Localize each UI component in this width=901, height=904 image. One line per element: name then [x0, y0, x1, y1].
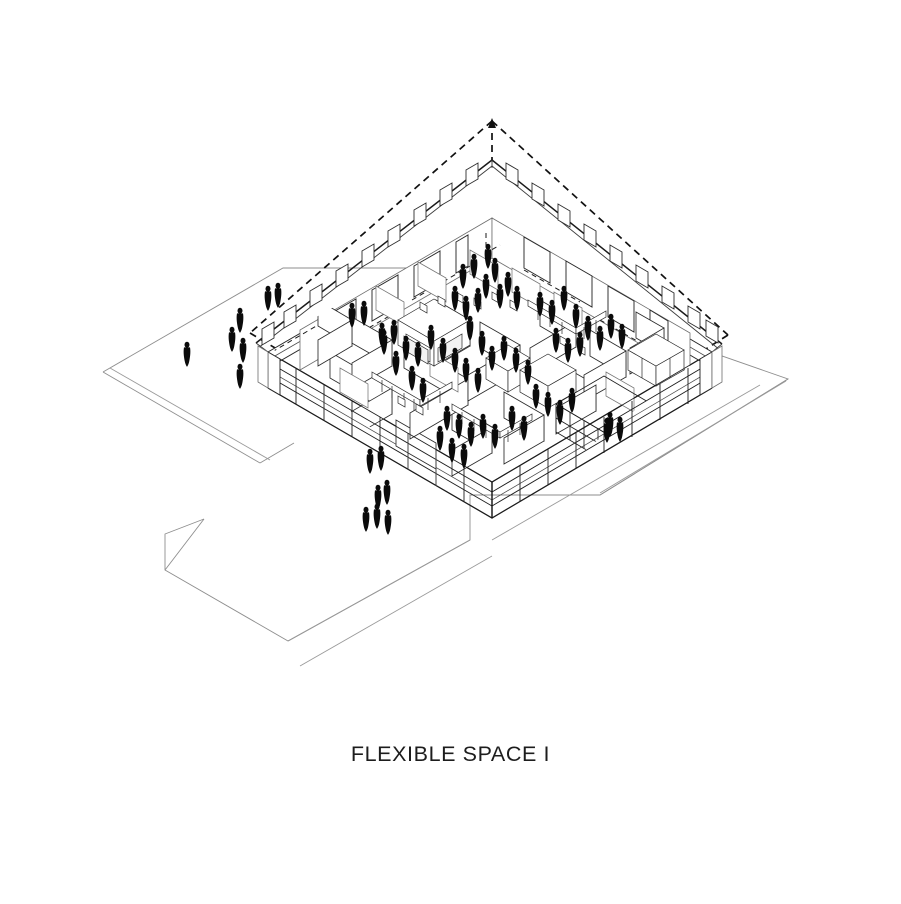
page-title: FLEXIBLE SPACE I [350, 742, 551, 766]
caption-block: FLEXIBLE SPACE I [0, 742, 901, 767]
roof-edge-fins [261, 162, 719, 346]
flank-wall-piers [257, 345, 723, 396]
ground-plane-lines [109, 367, 787, 667]
